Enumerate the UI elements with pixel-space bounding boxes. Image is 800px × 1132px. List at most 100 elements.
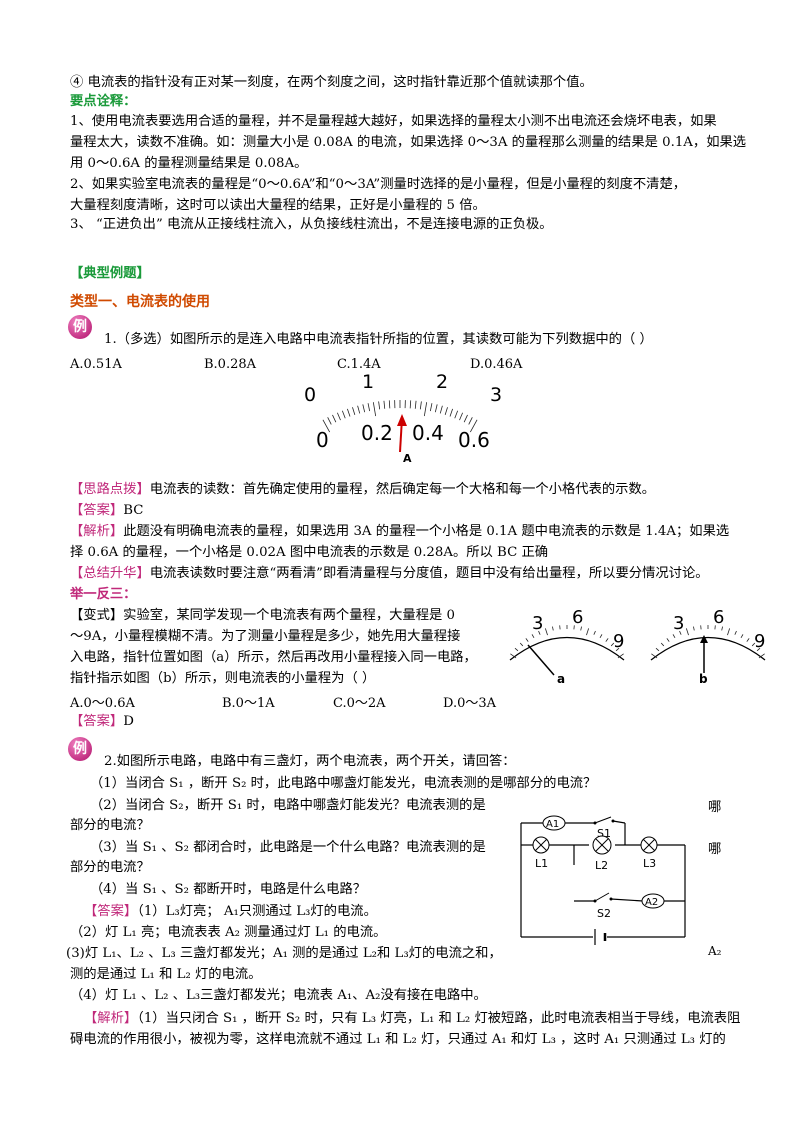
dial-tick [519, 642, 524, 647]
ammeter-dial-1: 0 1 2 3 0 0.2 0.4 0.6 A [304, 371, 502, 465]
text-line: 测的是通过 L₁ 和 L₂ 灯的电流。 [70, 967, 262, 982]
dial-tick [423, 402, 428, 417]
dial-tick [514, 647, 519, 652]
dial-pointer-arrow [397, 414, 407, 426]
option-b: B.0～1A [222, 696, 275, 711]
variant-text: 指针指示如图（b）所示，则电流表的小量程为（ ） [70, 671, 376, 686]
answer-text: D [123, 714, 134, 729]
dial-tick [605, 638, 609, 642]
dial-top-label: 3 [490, 384, 502, 406]
dial-tick [337, 412, 341, 421]
circuit-diagram: A1 A2 S1 S2 L1 L2 L3 [520, 815, 686, 945]
dial-ticks [322, 400, 478, 433]
dial-tick [372, 402, 377, 417]
dial-ticks [510, 625, 624, 659]
type1-heading: 类型一、电流表的使用 [70, 294, 210, 310]
ammeter-dial-a: 3 6 9 a [509, 607, 624, 685]
summary-tag: 【总结升华】 [70, 566, 150, 581]
ammeter-dial-b: 3 6 9 b [650, 607, 765, 685]
dial-tick [463, 414, 468, 423]
example-badge: 例 [68, 315, 92, 339]
question-2: 2.如图所示电路，电路中有三盏灯，两个电流表，两个开关，请回答： [104, 754, 516, 769]
analysis-tag: 【解析】 [70, 524, 124, 539]
dial-tick [655, 647, 660, 652]
dial-tick [756, 647, 761, 652]
dial-top-label: 1 [362, 371, 374, 393]
dial-tick [510, 653, 517, 659]
ammeter-a1-label: A1 [546, 819, 559, 830]
dial-tick [531, 634, 535, 639]
dial-tick [322, 419, 331, 433]
dial-ticks [651, 625, 765, 659]
dial-label: 6 [713, 607, 724, 628]
dial-tick [672, 634, 676, 639]
dial-tick [332, 414, 337, 423]
dial-tick [544, 628, 548, 636]
dial-tick [552, 626, 554, 631]
dial-label: 6 [572, 607, 583, 628]
dial-tick [414, 400, 417, 409]
switch-s2 [594, 892, 610, 902]
text-line: 用 0～0.6A 的量程测量结果是 0.08A。 [70, 156, 308, 171]
dial-tick [347, 408, 351, 417]
answer-line: 【答案】（1）L₃灯亮； A₁只测通过 L₃灯的电流。 [84, 902, 377, 922]
answer-line: 【答案】D [70, 712, 134, 732]
example-badge: 例 [68, 737, 92, 761]
text-line: 2、如果实验室电流表的量程是“0～0.6A”和“0～3A”测量时选择的是小量程，… [70, 177, 687, 192]
dial-pointer [527, 644, 555, 676]
ammeter-a2 [641, 893, 665, 909]
analysis-text: （1）当只闭合 S₁ ，断开 S₂ 时，只有 L₃ 灯亮，L₁ 和 L₂ 灯被短… [137, 1011, 741, 1026]
battery [594, 929, 607, 945]
answer-line: 【答案】BC [70, 501, 143, 521]
dial-tick [746, 638, 750, 642]
dial-caption: b [699, 672, 708, 685]
dial-pointer-arrow [700, 635, 708, 643]
text-line: 碍电流的作用很小，被视为零，这样电流就不通过 L₁ 和 L₂ 灯，只通过 A₁ … [70, 1032, 726, 1047]
option-d: D.0～3A [443, 696, 497, 711]
variant-text: 【变式】实验室，某同学发现一个电流表有两个量程，大量程是 0 [70, 608, 455, 623]
dial-tick [525, 638, 529, 642]
dial-tick [352, 407, 356, 415]
text-line: 1、使用电流表要选用合适的量程，并不是量程越大越好，如果选择的量程太小测不出电流… [70, 114, 717, 129]
ammeter-a1 [542, 815, 566, 831]
key-points-title: 要点诠释： [70, 94, 137, 109]
dial-tick [679, 630, 682, 635]
option-d: D.0.46A [470, 357, 523, 372]
q2-part4: （4）当 S₁ 、S₂ 都断开时，电路是什么电路？ [90, 882, 367, 897]
option-b: B.0.28A [204, 357, 257, 372]
q2-part2-tail: 哪 [708, 800, 722, 815]
lamp-l1 [532, 836, 550, 854]
dial-label: 9 [613, 631, 624, 652]
dial-tick [721, 626, 723, 631]
answer-tag: 【答案】 [70, 714, 124, 729]
dial-tick [751, 642, 756, 647]
dial-bottom-label: 0.4 [412, 421, 444, 445]
q2-part1: （1）当闭合 S₁ ，断开 S₂ 时，此电路中哪盏灯能发光，电流表测的是哪部分的… [90, 776, 597, 791]
dial-top-label: 0 [304, 384, 316, 406]
dial-tick [388, 400, 391, 409]
dial-label: 9 [754, 631, 765, 652]
q2-part2: （2）当闭合 S₂，断开 S₁ 时，电路中哪盏灯能发光？电流表测的是 [90, 798, 486, 813]
dial-tick [383, 400, 386, 409]
text-line: 大量程刻度清晰，这时可以读出大量程的结果，正好是小量程的 5 倍。 [70, 198, 486, 213]
q2-part3-tail: 哪 [708, 842, 722, 857]
text-line: 择 0.6A 的量程，一个小格是 0.02A 图中电流表的示数是 0.28A。所… [70, 545, 549, 560]
dial-tick [469, 419, 478, 433]
variant-text: 入电路，指针位置如图（a）所示，然后再改用小量程接入同一电路， [70, 650, 477, 665]
dial-pointer-label: A [403, 452, 412, 465]
dial-tick [419, 401, 422, 410]
question-1: 1.（多选）如图所示的是连入电路中电流表指针所指的位置，其读数可能为下列数据中的… [104, 332, 653, 347]
answer-text: （1）L₃灯亮； A₁只测通过 L₃灯的电流。 [137, 904, 377, 919]
dial-caption: a [557, 672, 565, 685]
lamp-l3-label: L3 [643, 857, 656, 870]
variant-text: ～9A，小量程模糊不清。为了测量小量程是多少，她先用大量程接 [70, 629, 461, 644]
text-line: (3)灯 L₁、L₂ 、L₃ 三盏灯都发光；A₁ 测的是通过 L₂和 L₃灯的电… [66, 946, 502, 961]
hint-line: 【思路点拨】电流表的读数：首先确定使用的量程，然后确定每一个大格和每一个小格代表… [70, 480, 655, 500]
hint-tag: 【思路点拨】 [70, 482, 150, 497]
dial-tick [610, 642, 615, 647]
text-line: 3、 “正进负出” 电流从正接线柱流入，从负接线柱流出，不是连接电源的正负极。 [70, 217, 553, 232]
lamp-l3 [640, 836, 658, 854]
option-a: A.0～0.6A [70, 696, 135, 711]
text-line: ④ 电流表的指针没有正对某一刻度，在两个刻度之间，这时指针靠近那个值就读那个值。 [70, 75, 593, 90]
analysis-tag: 【解析】 [84, 1011, 138, 1026]
